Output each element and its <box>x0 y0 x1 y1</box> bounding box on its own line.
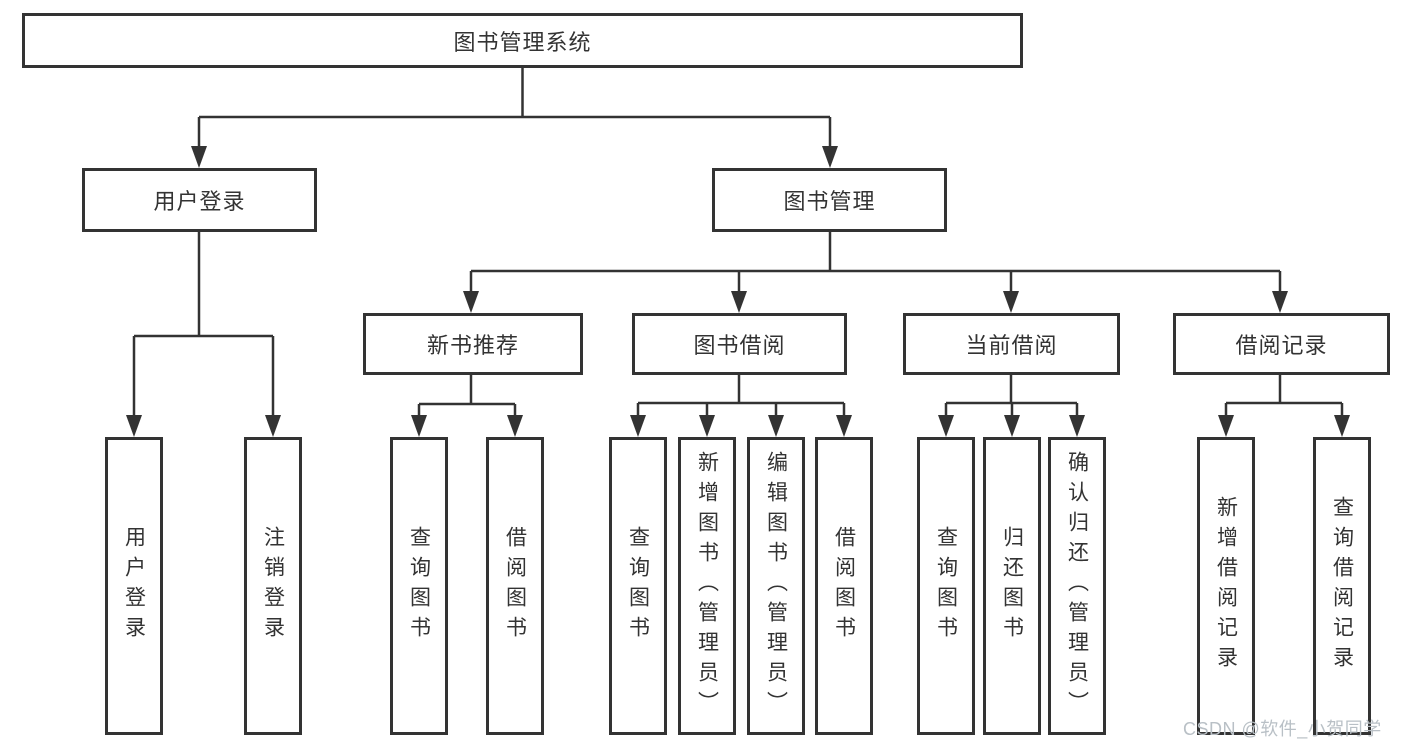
node-label: 用户登录 <box>153 189 246 214</box>
leaf-label: 注销登录 <box>261 526 285 646</box>
leaf-edit-book-admin: 编辑图书（管理员） <box>747 437 805 735</box>
node-label: 借阅记录 <box>1235 333 1328 358</box>
node-book-management: 图书管理 <box>712 168 947 232</box>
connector-user-login-children <box>132 232 275 417</box>
node-label: 当前借阅 <box>965 333 1058 358</box>
node-label: 图书管理系统 <box>453 29 592 55</box>
leaf-add-borrow-record: 新增借阅记录 <box>1197 437 1255 735</box>
leaf-label: 查询图书 <box>934 526 958 646</box>
connector-book-borrow-children <box>636 375 846 417</box>
leaf-return-books: 归还图书 <box>983 437 1041 735</box>
node-label: 新书推荐 <box>426 333 519 358</box>
leaf-label: 归还图书 <box>1000 526 1024 646</box>
leaf-logout: 注销登录 <box>244 437 302 735</box>
node-current-borrowing: 当前借阅 <box>903 313 1120 375</box>
leaf-label: 查询图书 <box>626 526 650 646</box>
connector-borrow-record-children <box>1224 375 1344 417</box>
leaf-user-login: 用户登录 <box>105 437 163 735</box>
node-label: 图书管理 <box>783 189 876 214</box>
leaf-query-books-current: 查询图书 <box>917 437 975 735</box>
leaf-label: 确认归还（管理员） <box>1065 451 1089 721</box>
leaf-label: 借阅图书 <box>503 526 527 646</box>
node-user-login: 用户登录 <box>82 168 317 232</box>
leaf-label: 查询借阅记录 <box>1330 496 1354 676</box>
leaf-label: 借阅图书 <box>832 526 856 646</box>
arrowheads <box>126 146 1350 437</box>
leaf-label: 用户登录 <box>122 526 146 646</box>
leaf-query-borrow-record: 查询借阅记录 <box>1313 437 1371 735</box>
leaf-query-books-borrowing: 查询图书 <box>609 437 667 735</box>
leaf-label: 查询图书 <box>407 526 431 646</box>
connector-book-mgmt-to-level3 <box>469 232 1282 293</box>
leaf-label: 编辑图书（管理员） <box>764 451 788 721</box>
connector-current-borrow-children <box>944 375 1079 417</box>
node-library-management-system: 图书管理系统 <box>22 13 1023 68</box>
leaf-add-book-admin: 新增图书（管理员） <box>678 437 736 735</box>
leaf-label: 新增图书（管理员） <box>695 451 719 721</box>
leaf-borrow-books-borrowing: 借阅图书 <box>815 437 873 735</box>
node-label: 图书借阅 <box>693 333 786 358</box>
node-new-book-recommend: 新书推荐 <box>363 313 583 375</box>
leaf-label: 新增借阅记录 <box>1214 496 1238 676</box>
leaf-borrow-books-recommend: 借阅图书 <box>486 437 544 735</box>
connector-root-to-level2 <box>197 67 832 148</box>
leaf-confirm-return-admin: 确认归还（管理员） <box>1048 437 1106 735</box>
node-borrowing-records: 借阅记录 <box>1173 313 1390 375</box>
leaf-query-books-recommend: 查询图书 <box>390 437 448 735</box>
csdn-watermark: CSDN @软件_小贺同学 <box>1183 719 1382 739</box>
connector-new-book-children <box>417 375 517 417</box>
node-book-borrowing: 图书借阅 <box>632 313 847 375</box>
